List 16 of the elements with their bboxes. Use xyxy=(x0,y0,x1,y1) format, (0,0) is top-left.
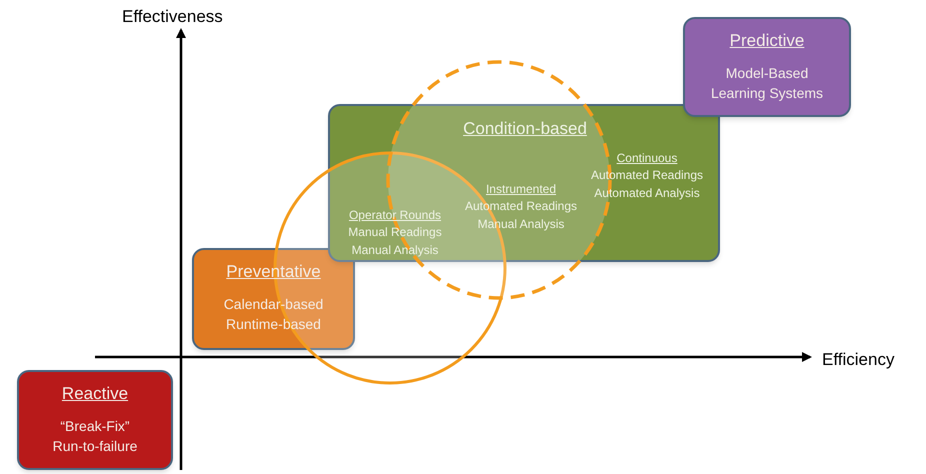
subheading: Instrumented xyxy=(486,181,556,197)
subheading: Operator Rounds xyxy=(348,207,442,223)
box-text: Model-Based Learning Systems xyxy=(710,64,824,103)
category-box xyxy=(328,104,720,262)
category-box xyxy=(683,17,851,117)
box-heading: Predictive xyxy=(730,30,804,52)
axis-label: Efficiency xyxy=(822,349,894,371)
box-text: Calendar-based Runtime-based xyxy=(222,295,324,334)
box-heading: Condition-based xyxy=(463,118,587,140)
box-text: “Break-Fix” Run-to-failure xyxy=(52,417,138,456)
box-heading: Preventative xyxy=(226,261,321,283)
subheading: Continuous xyxy=(616,150,678,166)
category-box xyxy=(17,370,173,470)
box-text: Manual Readings Manual Analysis xyxy=(347,224,443,259)
box-heading: Reactive xyxy=(62,383,128,405)
axis-label: Effectiveness xyxy=(122,6,223,28)
